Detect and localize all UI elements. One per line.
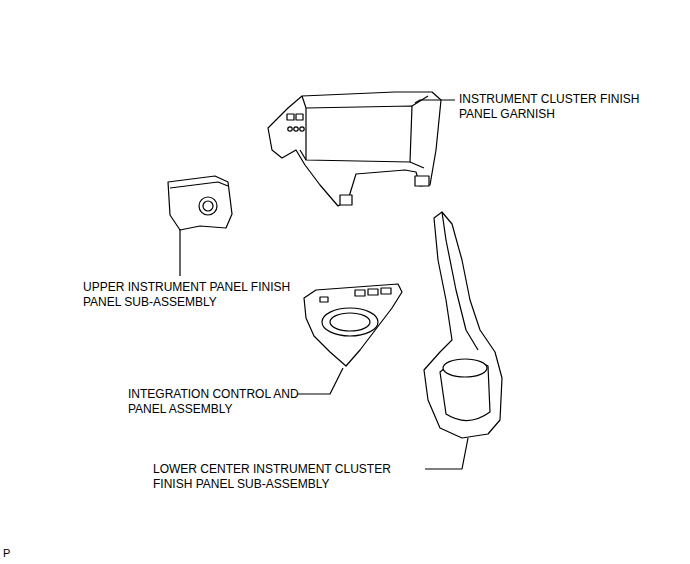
leader-line — [297, 368, 343, 394]
part-label: INTEGRATION CONTROL AND PANEL ASSEMBLY — [128, 387, 300, 417]
leader-line — [415, 100, 455, 103]
lower-center-edge — [442, 212, 478, 350]
integration-dial — [322, 308, 378, 336]
garnish-switch — [288, 127, 292, 131]
garnish-button — [296, 114, 303, 120]
integration-button — [355, 290, 365, 296]
garnish-clip — [340, 195, 352, 205]
garnish-screen — [306, 106, 412, 162]
garnish-part — [268, 92, 441, 206]
upper-panel-part — [168, 176, 232, 230]
lower-center-part — [424, 212, 502, 438]
leader-line — [179, 229, 180, 276]
leader-line — [425, 438, 468, 469]
garnish-button — [287, 114, 294, 120]
integration-button — [320, 297, 328, 302]
garnish-switch — [294, 127, 298, 131]
garnish-edge — [300, 96, 428, 168]
part-label: UPPER INSTRUMENT PANEL FINISH PANEL SUB-… — [83, 280, 293, 310]
upper-panel-knob — [199, 197, 217, 215]
integration-button — [381, 288, 391, 294]
upper-panel-edge — [170, 182, 228, 188]
garnish-switch — [300, 127, 304, 131]
integration-dial — [330, 313, 370, 331]
figure-code: P — [3, 546, 33, 561]
garnish-clip — [415, 176, 429, 186]
upper-panel-knob — [203, 201, 213, 211]
part-label: LOWER CENTER INSTRUMENT CLUSTER FINISH P… — [153, 462, 425, 492]
part-label: INSTRUMENT CLUSTER FINISH PANEL GARNISH — [459, 92, 654, 122]
lower-center-cup-rim — [443, 359, 487, 377]
integration-button — [368, 289, 378, 295]
integration-panel-part — [304, 284, 402, 366]
